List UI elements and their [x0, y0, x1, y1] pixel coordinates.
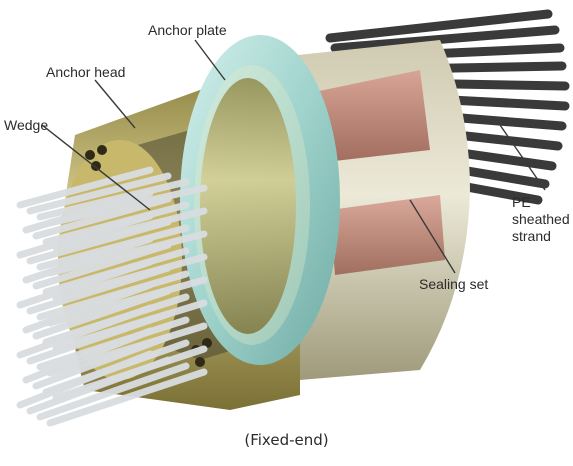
- steel-wire: [16, 304, 154, 359]
- steel-wire: [26, 310, 172, 365]
- anchor-plate: [180, 35, 340, 365]
- steel-wire: [36, 178, 190, 221]
- label-anchor-head: Anchor head: [46, 64, 126, 80]
- steel-wire: [16, 212, 154, 259]
- steel-wire: [32, 241, 172, 290]
- label-wedge: Wedge: [4, 117, 49, 133]
- label-sealing-set: Sealing set: [419, 276, 489, 292]
- leader-wedge: [41, 124, 151, 211]
- steel-wire: [16, 350, 154, 409]
- pe-strand: [330, 25, 560, 53]
- steel-wire: [36, 362, 190, 421]
- label-pe-strand-line1: PE: [512, 194, 531, 210]
- leader-sealing-set: [409, 199, 456, 274]
- leader-anchor-plate: [194, 39, 226, 81]
- steel-wire: [46, 368, 208, 427]
- leader-lines: [41, 39, 546, 274]
- steel-wire: [16, 166, 154, 209]
- steel-wire: [32, 287, 172, 340]
- label-pe-strand-line3: strand: [512, 228, 551, 244]
- steel-wire: [26, 356, 172, 415]
- steel-wire: [16, 258, 154, 309]
- label-pe-strand-line2: sheathed: [512, 211, 570, 227]
- leader-pe-strand: [499, 124, 546, 191]
- steel-wire: [26, 264, 172, 315]
- steel-wire: [26, 172, 172, 215]
- steel-wire: [26, 218, 172, 265]
- figure-caption: (Fixed-end): [244, 431, 329, 449]
- steel-wire: [36, 224, 190, 271]
- sealing-set-lower: [330, 195, 445, 275]
- steel-wire: [22, 189, 154, 234]
- steel-wire: [22, 327, 154, 384]
- leader-anchor-head: [94, 79, 136, 129]
- label-anchor-plate: Anchor plate: [148, 22, 227, 38]
- steel-wires: [16, 166, 208, 427]
- steel-wire: [32, 195, 172, 240]
- pe-strand: [325, 9, 553, 43]
- steel-wire: [22, 281, 154, 334]
- steel-wire: [32, 333, 172, 390]
- steel-wire: [22, 235, 154, 284]
